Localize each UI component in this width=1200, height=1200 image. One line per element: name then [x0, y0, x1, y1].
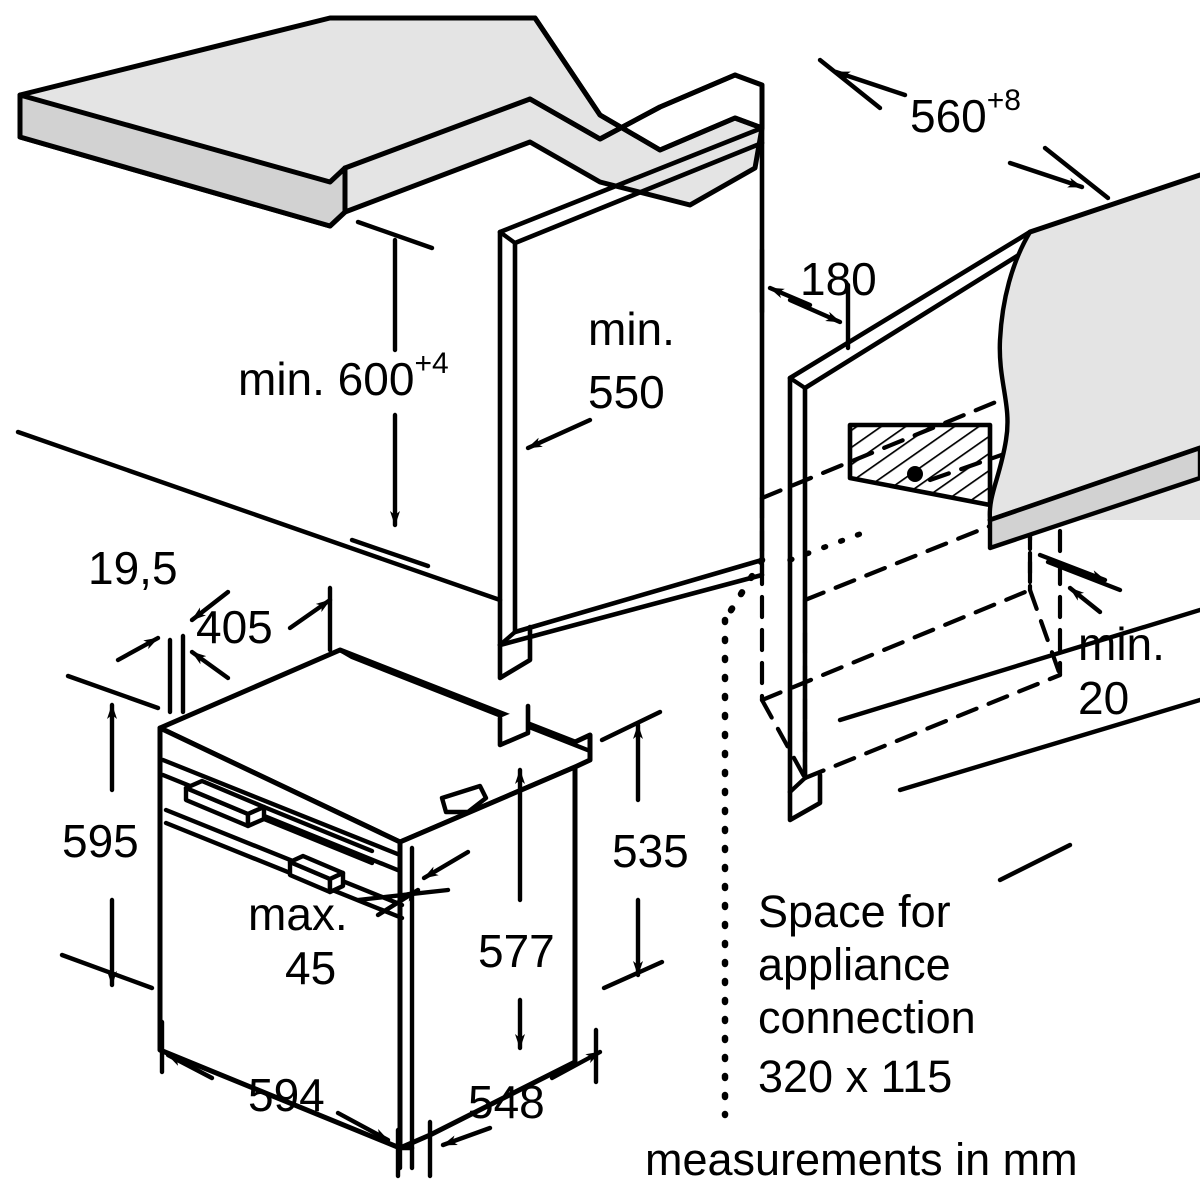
dim-label-rear-offset: 180	[800, 253, 877, 305]
dim-label-oven-width: 594	[248, 1069, 325, 1121]
note-connection-line-1: Space for	[758, 886, 951, 937]
dim-niche-depth	[817, 57, 1111, 201]
dim-label-niche-height: min. 600+4	[238, 347, 449, 405]
appliance-connection-box	[847, 422, 993, 508]
rear-wall-panel	[987, 172, 1200, 551]
dim-label-niche-width: min.	[588, 303, 675, 355]
dim-oven-front-height	[59, 673, 161, 991]
note-connection-line-3: connection	[758, 992, 976, 1043]
dim-niche-width	[525, 417, 593, 451]
dim-rear-offset	[759, 247, 851, 351]
dim-oven-width	[159, 1019, 401, 1179]
dim-niche-height	[349, 219, 435, 569]
dim-oven-depth	[427, 1027, 603, 1179]
connection-leader	[997, 842, 1073, 883]
dim-label-oven-front-height: 595	[62, 815, 139, 867]
dim-label-niche-width-value: 550	[588, 366, 665, 418]
dim-label-niche-depth: 560+8	[910, 84, 1021, 142]
dim-label-oven-depth: 548	[468, 1076, 545, 1128]
note-connection-line-2: appliance	[758, 939, 951, 990]
dim-label-handle-gap: max.	[248, 888, 348, 940]
connection-route-dotted-2	[787, 531, 863, 563]
dim-label-door-overlay: 19,5	[88, 542, 178, 594]
dim-label-handle-gap-value: 45	[285, 942, 336, 994]
dim-label-rear-gap: min.	[1078, 618, 1165, 670]
dim-label-rear-gap-value: 20	[1078, 672, 1129, 724]
dim-label-oven-side-height: 535	[612, 825, 689, 877]
note-units: measurements in mm	[645, 1134, 1078, 1185]
dim-handle-gap	[355, 849, 471, 918]
dim-oven-side-height	[599, 709, 665, 991]
oven-body	[157, 647, 593, 1171]
dim-label-panel-height: 405	[196, 601, 273, 653]
note-connection-line-4: 320 x 115	[758, 1051, 952, 1102]
connection-route-dotted	[721, 556, 766, 1119]
notes-block: Space for appliance connection 320 x 115…	[645, 886, 1078, 1185]
dimension-labels: 560+8 min. 600+4 min. 550 180 min. 20 19…	[62, 84, 1165, 1128]
countertop-slab	[17, 15, 765, 229]
dim-panel-height	[189, 585, 333, 681]
dim-rear-gap	[1037, 552, 1123, 615]
room-lines	[15, 429, 1200, 793]
dim-door-overlay	[115, 633, 186, 715]
dim-label-oven-body-height: 577	[478, 925, 555, 977]
